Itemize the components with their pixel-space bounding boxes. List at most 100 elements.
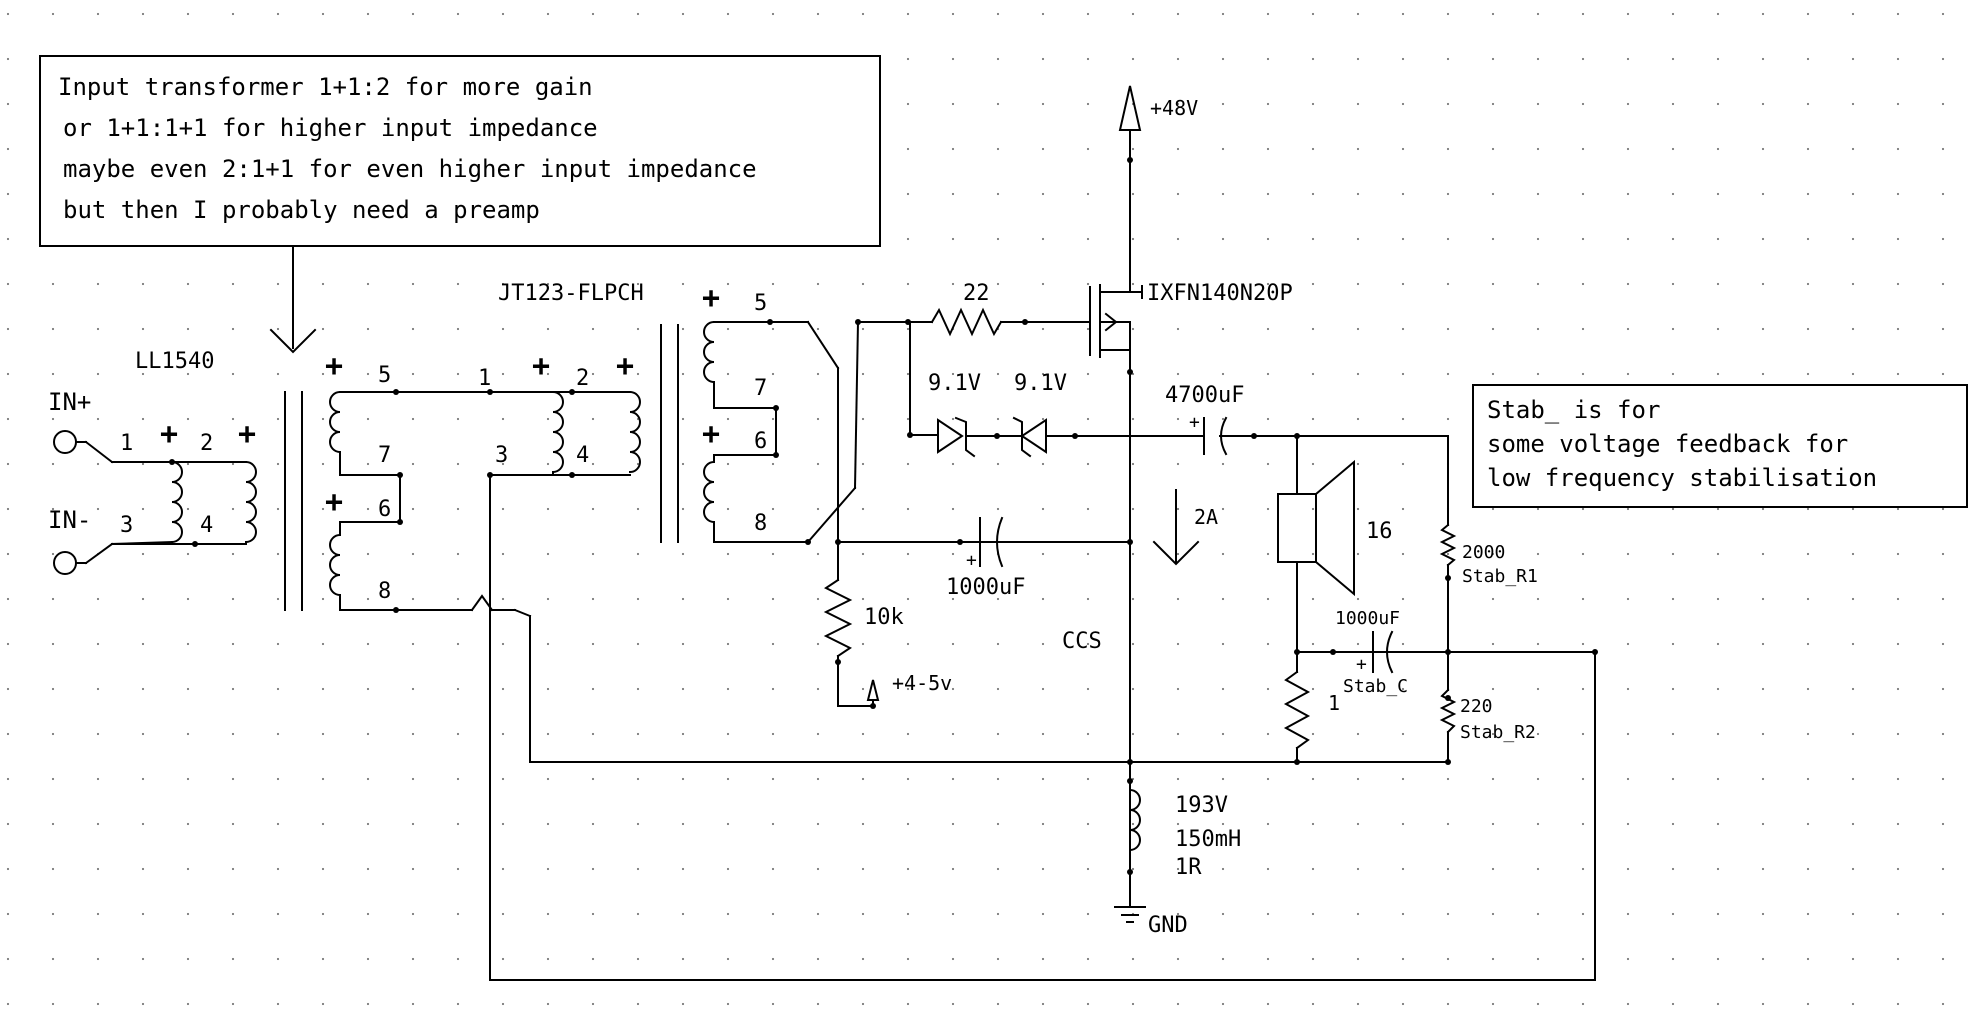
- grid-dot: [1131, 147, 1135, 151]
- grid-dot: [1671, 597, 1675, 601]
- grid-dot: [1491, 732, 1495, 736]
- grid-dot: [1581, 687, 1585, 691]
- grid-dot: [816, 867, 820, 871]
- grid-dot: [1401, 327, 1405, 331]
- t1-pin-3: 3: [120, 513, 133, 538]
- grid-dot: [1041, 237, 1045, 241]
- grid-dot: [636, 372, 640, 376]
- grid-dot: [1536, 102, 1540, 106]
- grid-dot: [1266, 192, 1270, 196]
- grid-dot: [1401, 552, 1405, 556]
- grid-dot: [411, 372, 415, 376]
- grid-dot: [321, 282, 325, 286]
- grid-dot: [456, 507, 460, 511]
- grid-dot: [546, 1002, 550, 1006]
- grid-dot: [231, 957, 235, 961]
- t1-primary-b-coil: [244, 460, 257, 544]
- grid-dot: [1446, 102, 1450, 106]
- grid-dot: [231, 822, 235, 826]
- grid-dot: [546, 642, 550, 646]
- grid-dot: [951, 552, 955, 556]
- grid-dot: [816, 282, 820, 286]
- grid-dot: [1851, 867, 1855, 871]
- grid-dot: [6, 12, 10, 16]
- grid-dot: [1311, 372, 1315, 376]
- grid-dot: [1311, 57, 1315, 61]
- grid-dot: [636, 327, 640, 331]
- grid-dot: [6, 237, 10, 241]
- grid-dot: [456, 327, 460, 331]
- t1-pin-4: 4: [200, 513, 213, 538]
- grid-dot: [1086, 12, 1090, 16]
- grid-dot: [1041, 1002, 1045, 1006]
- grid-dot: [951, 192, 955, 196]
- grid-dot: [861, 417, 865, 421]
- grid-dot: [1716, 147, 1720, 151]
- grid-dot: [1536, 327, 1540, 331]
- grid-dot: [1041, 507, 1045, 511]
- grid-dot: [1176, 1002, 1180, 1006]
- c-bias-plate-neg: [996, 516, 1004, 568]
- grid-dot: [951, 282, 955, 286]
- interstage-wiring: [395, 389, 1131, 981]
- grid-dot: [1041, 957, 1045, 961]
- grid-dot: [1491, 867, 1495, 871]
- grid-dot: [1131, 507, 1135, 511]
- grid-dot: [1131, 732, 1135, 736]
- grid-dot: [1851, 282, 1855, 286]
- grid-dot: [1716, 1002, 1720, 1006]
- grid-dot: [1536, 912, 1540, 916]
- grid-dot: [1266, 642, 1270, 646]
- grid-dot: [1221, 867, 1225, 871]
- grid-dot: [996, 462, 1000, 466]
- grid-dot: [681, 417, 685, 421]
- grid-dot: [1131, 597, 1135, 601]
- grid-dot: [1311, 282, 1315, 286]
- grid-dot: [51, 822, 55, 826]
- grid-dot: [861, 867, 865, 871]
- note-line-4: but then I probably need a preamp: [63, 196, 540, 224]
- grid-dot: [366, 642, 370, 646]
- grid-dot: [816, 912, 820, 916]
- grid-dot: [1491, 57, 1495, 61]
- grid-dot: [1446, 417, 1450, 421]
- bias-resistor: 10k +4-5v: [823, 541, 952, 709]
- grid-dot: [1311, 687, 1315, 691]
- grid-dot: [6, 597, 10, 601]
- note-stab-frame: [1472, 384, 1968, 508]
- grid-dot: [186, 12, 190, 16]
- grid-dot: [1086, 327, 1090, 331]
- grid-dot: [1356, 102, 1360, 106]
- grid-dot: [456, 12, 460, 16]
- grid-dot: [1221, 417, 1225, 421]
- grid-dot: [1266, 1002, 1270, 1006]
- grid-dot: [411, 822, 415, 826]
- grid-dot: [231, 867, 235, 871]
- grid-dot: [726, 957, 730, 961]
- grid-dot: [1851, 597, 1855, 601]
- grid-dot: [771, 687, 775, 691]
- grid-dot: [321, 1002, 325, 1006]
- grid-dot: [906, 552, 910, 556]
- grid-dot: [996, 867, 1000, 871]
- grid-dot: [96, 372, 100, 376]
- grid-dot: [1086, 822, 1090, 826]
- grid-dot: [1716, 687, 1720, 691]
- grid-dot: [1086, 462, 1090, 466]
- grid-dot: [1356, 12, 1360, 16]
- grid-dot: [951, 12, 955, 16]
- grid-dot: [951, 1002, 955, 1006]
- grid-dot: [1401, 1002, 1405, 1006]
- grid-dot: [636, 282, 640, 286]
- grid-dot: [1311, 597, 1315, 601]
- grid-dot: [546, 327, 550, 331]
- grid-dot: [141, 12, 145, 16]
- grid-dot: [1761, 777, 1765, 781]
- grid-dot: [1896, 687, 1900, 691]
- grid-dot: [816, 462, 820, 466]
- grid-dot: [1536, 867, 1540, 871]
- grid-dot: [1401, 282, 1405, 286]
- grid-dot: [1221, 507, 1225, 511]
- zener-2-icon: [1020, 418, 1047, 454]
- grid-dot: [1446, 147, 1450, 151]
